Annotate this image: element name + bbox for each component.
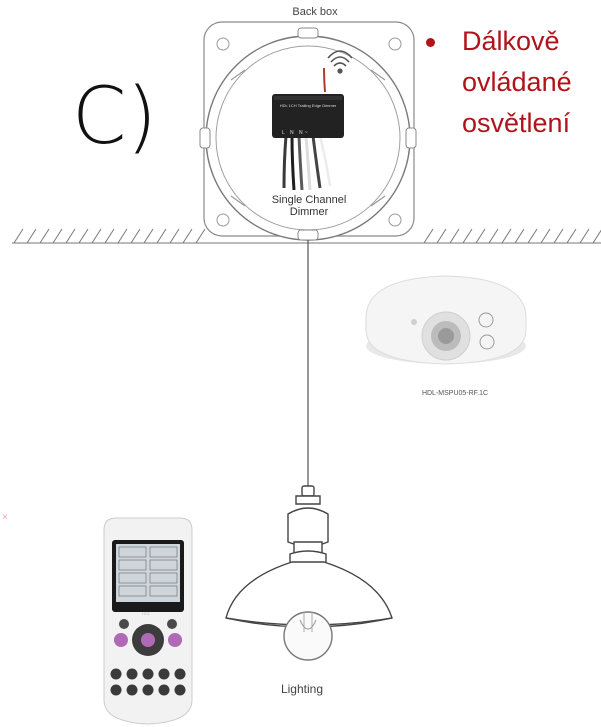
hatch-mark xyxy=(117,228,128,244)
hatch-mark xyxy=(78,228,89,244)
remote-key xyxy=(174,684,186,696)
back-box-label: Back box xyxy=(292,6,338,18)
remote-key xyxy=(126,668,138,680)
dimmer-label-line-1: Single Channel xyxy=(271,194,347,206)
edge-mark: × xyxy=(2,512,8,523)
dimmer-label: Single Channel Dimmer xyxy=(259,194,359,218)
pendant-lamp xyxy=(225,485,393,661)
hatch-mark xyxy=(91,228,102,244)
hatch-mark xyxy=(39,228,50,244)
remote-key xyxy=(110,668,122,680)
hatch-mark xyxy=(488,228,499,244)
hatch-mark xyxy=(462,228,473,244)
hatch-mark xyxy=(566,228,577,244)
dimmer-label-line-2: Dimmer xyxy=(289,206,329,218)
hatch-mark xyxy=(130,228,141,244)
hatch-mark xyxy=(527,228,538,244)
slide-letter: C) xyxy=(72,72,157,162)
hatch-mark xyxy=(143,228,154,244)
wireless-signal-icon xyxy=(327,50,353,74)
remote-key xyxy=(110,684,122,696)
hatch-mark xyxy=(52,228,63,244)
remote-control xyxy=(103,517,193,725)
hatch-mark xyxy=(156,228,167,244)
bullet-line-3: osvětlení xyxy=(462,108,571,138)
hatch-mark xyxy=(65,228,76,244)
hatch-mark xyxy=(26,228,37,244)
remote-key xyxy=(158,668,170,680)
hatch-mark xyxy=(13,228,24,244)
bullet-line-2: ovládané xyxy=(462,67,572,97)
bullet-line-1: Dálkově xyxy=(462,26,560,56)
hatch-mark xyxy=(514,228,525,244)
sensor-model-label: HDL-MSPU05-RF.1C xyxy=(421,390,489,397)
hatch-mark xyxy=(475,228,486,244)
hatch-mark xyxy=(579,228,590,244)
hatch-mark xyxy=(104,228,115,244)
remote-key xyxy=(142,668,154,680)
hatch-mark xyxy=(501,228,512,244)
ceiling-line xyxy=(12,228,601,244)
module-terminals: L N N~ xyxy=(282,130,310,136)
module-print: HDL 1CH Trailing Edge Dimmer xyxy=(279,103,337,108)
remote-brand-label: HDL xyxy=(141,611,150,616)
remote-key xyxy=(174,668,186,680)
bullet-dot-icon xyxy=(426,38,435,47)
hatch-mark xyxy=(169,228,180,244)
remote-key xyxy=(158,684,170,696)
hatch-mark xyxy=(423,228,434,244)
hatch-mark xyxy=(553,228,564,244)
hatch-mark xyxy=(195,228,206,244)
remote-key xyxy=(126,684,138,696)
remote-key xyxy=(142,684,154,696)
hatch-mark xyxy=(592,229,601,244)
hatch-mark xyxy=(449,228,460,244)
hatch-mark xyxy=(540,228,551,244)
dimmer-wires xyxy=(282,67,332,191)
dimmer-module xyxy=(272,94,344,138)
ceiling-sensor xyxy=(365,275,527,365)
lighting-label: Lighting xyxy=(280,682,324,696)
hatch-mark xyxy=(436,228,447,244)
hatch-mark xyxy=(182,228,193,244)
